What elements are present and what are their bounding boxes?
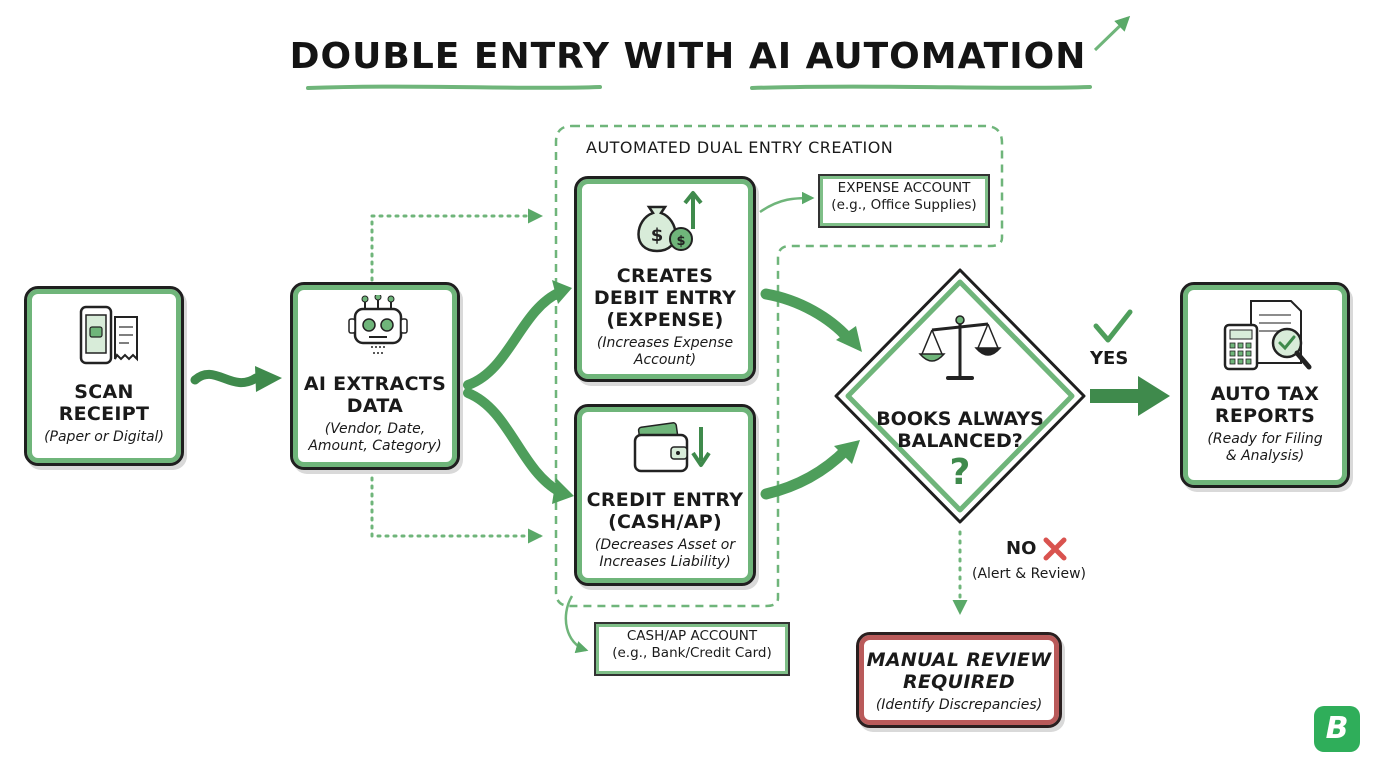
question-mark-icon: ? xyxy=(949,452,971,493)
robot-icon xyxy=(348,295,408,354)
no-label: NO xyxy=(1006,538,1037,559)
debit-title-3: (EXPENSE) xyxy=(606,309,724,331)
reports-sub-2: & Analysis) xyxy=(1225,448,1305,464)
phone-receipt-icon xyxy=(79,305,138,365)
decision-title-2: BALANCED? xyxy=(897,430,1023,452)
credit-entry-box: CREDIT ENTRY (CASH/AP) (Decreases Asset … xyxy=(574,404,756,586)
auto-tax-reports-box: AUTO TAX REPORTS (Ready for Filing & Ana… xyxy=(1180,282,1350,488)
yes-label: YES xyxy=(1090,348,1129,369)
extract-title-2: DATA xyxy=(346,395,404,417)
manual-review-box: MANUAL REVIEW REQUIRED (Identify Discrep… xyxy=(856,632,1062,728)
debit-title-1: CREATES xyxy=(616,265,714,287)
decision-text: BOOKS ALWAYS BALANCED? xyxy=(860,408,1060,452)
diagram-title: DOUBLE ENTRY WITH AI AUTOMATION xyxy=(289,36,1087,77)
cash-account-label: CASH/AP ACCOUNT (e.g., Bank/Credit Card) xyxy=(594,622,790,676)
no-sublabel: (Alert & Review) xyxy=(972,566,1087,582)
expense-account-example: (e.g., Office Supplies) xyxy=(831,197,977,213)
expense-account-label: EXPENSE ACCOUNT (e.g., Office Supplies) xyxy=(818,174,990,228)
debit-sub-2: Account) xyxy=(633,352,697,368)
manual-title-2: REQUIRED xyxy=(902,671,1016,693)
debit-sub-1: (Increases Expense xyxy=(596,335,734,351)
credit-sub-1: (Decreases Asset or xyxy=(594,537,736,553)
group-label: AUTOMATED DUAL ENTRY CREATION xyxy=(586,138,894,157)
cash-account-title: CASH/AP ACCOUNT xyxy=(626,628,758,644)
extract-sub-2: Amount, Category) xyxy=(308,438,442,454)
credit-sub-2: Increases Liability) xyxy=(599,554,731,570)
manual-title-1: MANUAL REVIEW xyxy=(866,649,1052,671)
reports-title-1: AUTO TAX xyxy=(1210,383,1320,405)
calculator-report-icon xyxy=(1223,300,1312,371)
scan-title-1: SCAN xyxy=(74,381,134,403)
cash-account-example: (e.g., Bank/Credit Card) xyxy=(612,645,772,661)
svg-text:$: $ xyxy=(676,234,685,249)
manual-sub: (Identify Discrepancies) xyxy=(875,697,1043,713)
credit-title-2: (CASH/AP) xyxy=(608,511,722,533)
money-bag-icon: $ $ xyxy=(637,191,703,253)
scan-sub: (Paper or Digital) xyxy=(44,429,164,445)
brand-logo: B xyxy=(1314,706,1360,752)
decision-title-1: BOOKS ALWAYS xyxy=(876,408,1044,430)
debit-title-2: DEBIT ENTRY xyxy=(593,287,737,309)
debit-entry-box: $ $ CREATES DEBIT ENTRY (EXPENSE) (Incre… xyxy=(574,176,756,382)
reports-sub-1: (Ready for Filing xyxy=(1207,431,1323,447)
ai-extract-box: AI EXTRACTS DATA (Vendor, Date, Amount, … xyxy=(290,282,460,470)
extract-title-1: AI EXTRACTS xyxy=(303,373,447,395)
scan-title-2: RECEIPT xyxy=(58,403,150,425)
extract-sub-1: (Vendor, Date, xyxy=(324,421,426,437)
expense-account-title: EXPENSE ACCOUNT xyxy=(837,180,971,196)
reports-title-2: REPORTS xyxy=(1214,405,1316,427)
balance-scale-icon xyxy=(918,315,1002,380)
svg-text:$: $ xyxy=(651,225,664,246)
wallet-icon xyxy=(633,422,711,473)
credit-title-1: CREDIT ENTRY xyxy=(586,489,744,511)
scan-receipt-box: SCAN RECEIPT (Paper or Digital) xyxy=(24,286,184,466)
